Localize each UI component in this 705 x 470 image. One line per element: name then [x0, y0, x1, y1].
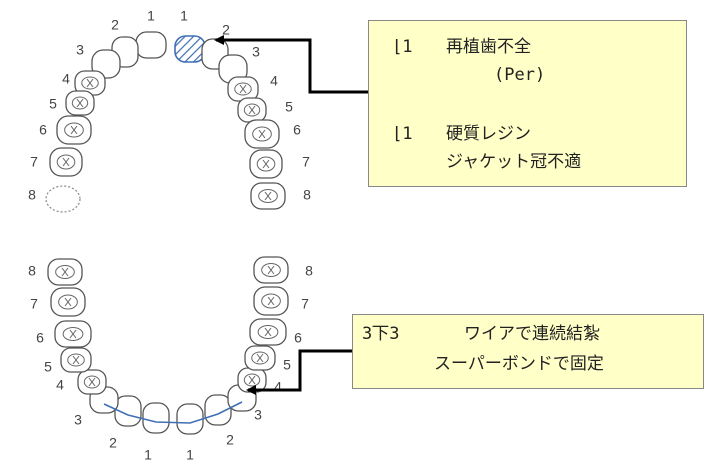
tooth-lower-left-5 [244, 345, 276, 371]
tooth-number-upper-left-8: 8 [303, 187, 311, 203]
tooth-number-lower-right-2: 2 [109, 435, 117, 451]
tooth-number-upper-left-6: 6 [293, 122, 301, 138]
tooth-number-upper-right-5: 5 [49, 96, 57, 112]
tooth-number-lower-right-4: 4 [56, 377, 64, 393]
upper-note-line-4: ジャケット冠不適 [446, 152, 582, 172]
tooth-lower-right-5 [60, 347, 92, 373]
tooth-upper-left-5 [237, 97, 267, 123]
tooth-number-lower-left-5: 5 [283, 357, 291, 373]
tooth-number-upper-left-3: 3 [252, 44, 260, 60]
tooth-number-lower-left-1: 1 [186, 447, 194, 463]
lower-note-line-1: ワイアで連続結紮 [464, 324, 600, 344]
tooth-upper-right-5 [65, 90, 95, 116]
lower-note-box [352, 314, 704, 389]
tooth-upper-right-8 [45, 185, 81, 213]
upper-note-arrow [214, 35, 368, 94]
tooth-lower-left-2 [204, 394, 232, 426]
tooth-number-lower-left-7: 7 [301, 296, 309, 312]
upper-note-box [368, 20, 687, 187]
tooth-lower-left-4 [237, 367, 267, 393]
tooth-upper-left-6 [244, 119, 280, 149]
lower-note-line-2: スーパーボンドで固定 [434, 354, 604, 374]
tooth-lower-left-1 [176, 403, 204, 435]
tooth-upper-left-1 [174, 35, 206, 63]
tooth-number-upper-right-3: 3 [76, 42, 84, 58]
tooth-number-upper-right-4: 4 [62, 71, 70, 87]
tooth-upper-right-4 [74, 70, 106, 96]
tooth-number-lower-right-8: 8 [28, 263, 36, 279]
upper-note-tooth-1: ⌊1 [392, 37, 413, 57]
tooth-number-lower-left-8: 8 [305, 263, 313, 279]
tooth-upper-right-7 [49, 147, 83, 177]
tooth-upper-right-6 [56, 115, 92, 145]
tooth-lower-left-7 [253, 286, 289, 316]
tooth-lower-right-2 [114, 395, 142, 427]
tooth-number-lower-right-3: 3 [74, 412, 82, 428]
tooth-number-upper-right-6: 6 [39, 122, 47, 138]
tooth-upper-left-8 [250, 182, 286, 210]
tooth-number-lower-left-6: 6 [294, 330, 302, 346]
tooth-number-upper-left-5: 5 [285, 99, 293, 115]
tooth-number-upper-left-2: 2 [222, 22, 230, 38]
tooth-lower-left-6 [249, 318, 287, 346]
lower-note-arrow [246, 349, 352, 395]
upper-note-line-1: 再植歯不全 [446, 37, 531, 57]
tooth-lower-right-6 [54, 320, 92, 348]
tooth-lower-right-1 [142, 402, 170, 434]
tooth-number-upper-right-1: 1 [147, 8, 155, 24]
upper-note-line-2: (Per) [494, 65, 546, 85]
teeth-layer [45, 31, 289, 435]
tooth-number-lower-left-4: 4 [274, 379, 282, 395]
tooth-number-upper-right-7: 7 [30, 154, 38, 170]
tooth-lower-right-8 [47, 258, 83, 286]
tooth-number-lower-left-2: 2 [226, 432, 234, 448]
tooth-number-upper-left-7: 7 [302, 154, 310, 170]
wire-ligature [103, 401, 243, 424]
upper-note-line-3: 硬質レジン [446, 124, 531, 144]
tooth-number-lower-right-5: 5 [44, 359, 52, 375]
tooth-upper-right-1 [135, 31, 167, 59]
tooth-number-lower-right-7: 7 [30, 296, 38, 312]
tooth-upper-left-4 [227, 76, 259, 102]
lower-note-teeth: 3̅下3 [362, 324, 400, 344]
tooth-lower-right-4 [77, 369, 107, 395]
tooth-number-upper-left-4: 4 [270, 73, 278, 89]
tooth-number-lower-left-3: 3 [254, 407, 262, 423]
upper-note-tooth-2: ⌊1 [392, 124, 413, 144]
tooth-number-lower-right-6: 6 [36, 330, 44, 346]
tooth-number-upper-left-1: 1 [180, 8, 188, 24]
tooth-number-upper-right-8: 8 [28, 187, 36, 203]
tooth-number-lower-right-1: 1 [144, 447, 152, 463]
tooth-upper-left-7 [249, 149, 283, 179]
tooth-number-upper-right-2: 2 [111, 17, 119, 33]
tooth-lower-right-7 [50, 287, 86, 317]
tooth-lower-left-8 [253, 256, 289, 284]
